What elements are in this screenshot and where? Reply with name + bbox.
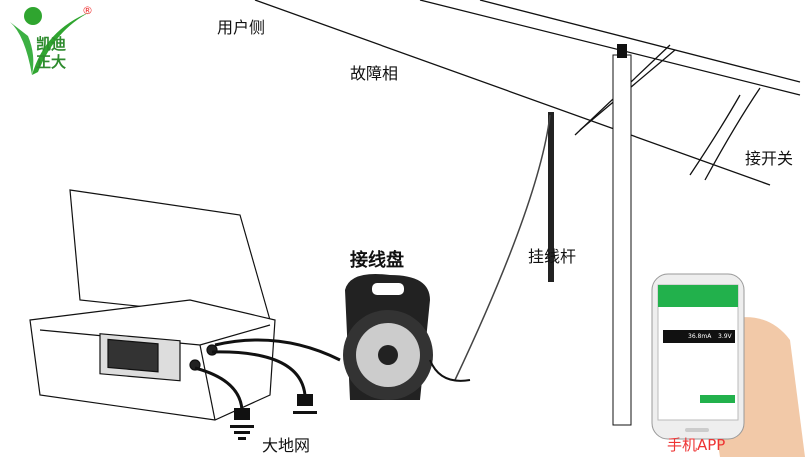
label-hook-rod: 挂线杆 xyxy=(528,247,577,266)
phone-illustration xyxy=(651,273,805,457)
ground-symbols xyxy=(230,394,317,440)
logo-mark xyxy=(10,7,90,75)
label-fault-phase: 故障相 xyxy=(350,64,399,83)
power-lines xyxy=(254,0,801,186)
utility-pole xyxy=(612,44,632,426)
cable-reel xyxy=(343,274,471,400)
label-user-side: 用户侧 xyxy=(217,18,266,37)
logo-text-2: 正大 xyxy=(36,53,67,71)
phone-voltage: 3.9V xyxy=(718,333,732,340)
registered-mark: ® xyxy=(82,4,93,17)
label-cable-reel: 接线盘 xyxy=(350,250,404,271)
test-instrument xyxy=(29,189,276,421)
label-phone-app: 手机APP xyxy=(667,436,726,454)
label-ground-grid: 大地网 xyxy=(262,436,311,455)
hook-rod xyxy=(454,112,554,381)
phone-current: 36.8mA xyxy=(688,333,712,340)
ground-cables xyxy=(194,338,341,411)
label-switch: 接开关 xyxy=(745,149,794,168)
logo-text-1: 凯迪 xyxy=(36,35,67,53)
